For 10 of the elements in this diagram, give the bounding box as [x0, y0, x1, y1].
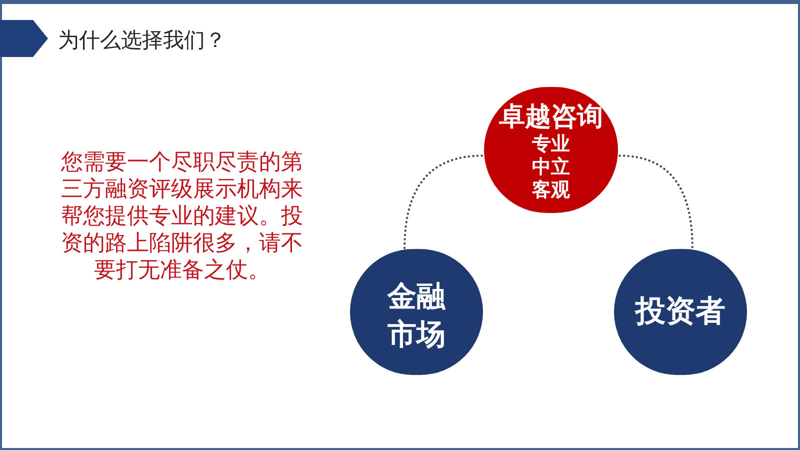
dotted-connector [404, 154, 484, 250]
node-heading: 卓越咨询 [499, 100, 603, 132]
node-heading: 金融市场 [386, 278, 446, 353]
callout-paragraph: 您需要一个尽职尽责的第三方融资评级展示机构来帮您提供专业的建议。投资的路上陷阱很多，请不要打无准备之仗。 [60, 149, 304, 284]
node-text: 客观 [532, 178, 570, 202]
node-text: 中立 [532, 156, 570, 178]
node-heading: 投资者 [636, 293, 726, 331]
slide-title: 为什么选择我们？ [58, 27, 226, 54]
node-text: 专业 [532, 132, 570, 156]
dotted-connector [618, 154, 694, 250]
